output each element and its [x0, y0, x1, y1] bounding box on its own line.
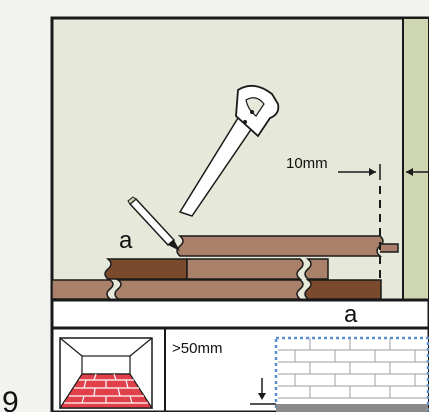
clearance-arrow-head [258, 393, 266, 400]
step-number: 9 [2, 386, 19, 412]
floor-base [50, 298, 429, 330]
room-illustration [58, 337, 154, 409]
middle-plank-row [104, 258, 329, 280]
wall-arrow-head [406, 168, 413, 176]
clearance-label: >50mm [172, 340, 222, 357]
pencil-icon [127, 196, 180, 251]
bottom-plank-row [51, 279, 382, 300]
lower-panels: >50mm [50, 326, 429, 412]
top-plank [176, 235, 384, 257]
plank-tongue [380, 243, 399, 253]
side-wall-strip [402, 17, 429, 302]
label-bottom: a [344, 301, 358, 328]
brick-wall-illustration [274, 336, 429, 412]
gap-arrow-head [369, 168, 376, 176]
main-panel: 10mm a a [50, 16, 429, 330]
gap-label: 10mm [286, 155, 328, 172]
label-pencil: a [119, 227, 133, 254]
saw-icon [178, 84, 280, 217]
